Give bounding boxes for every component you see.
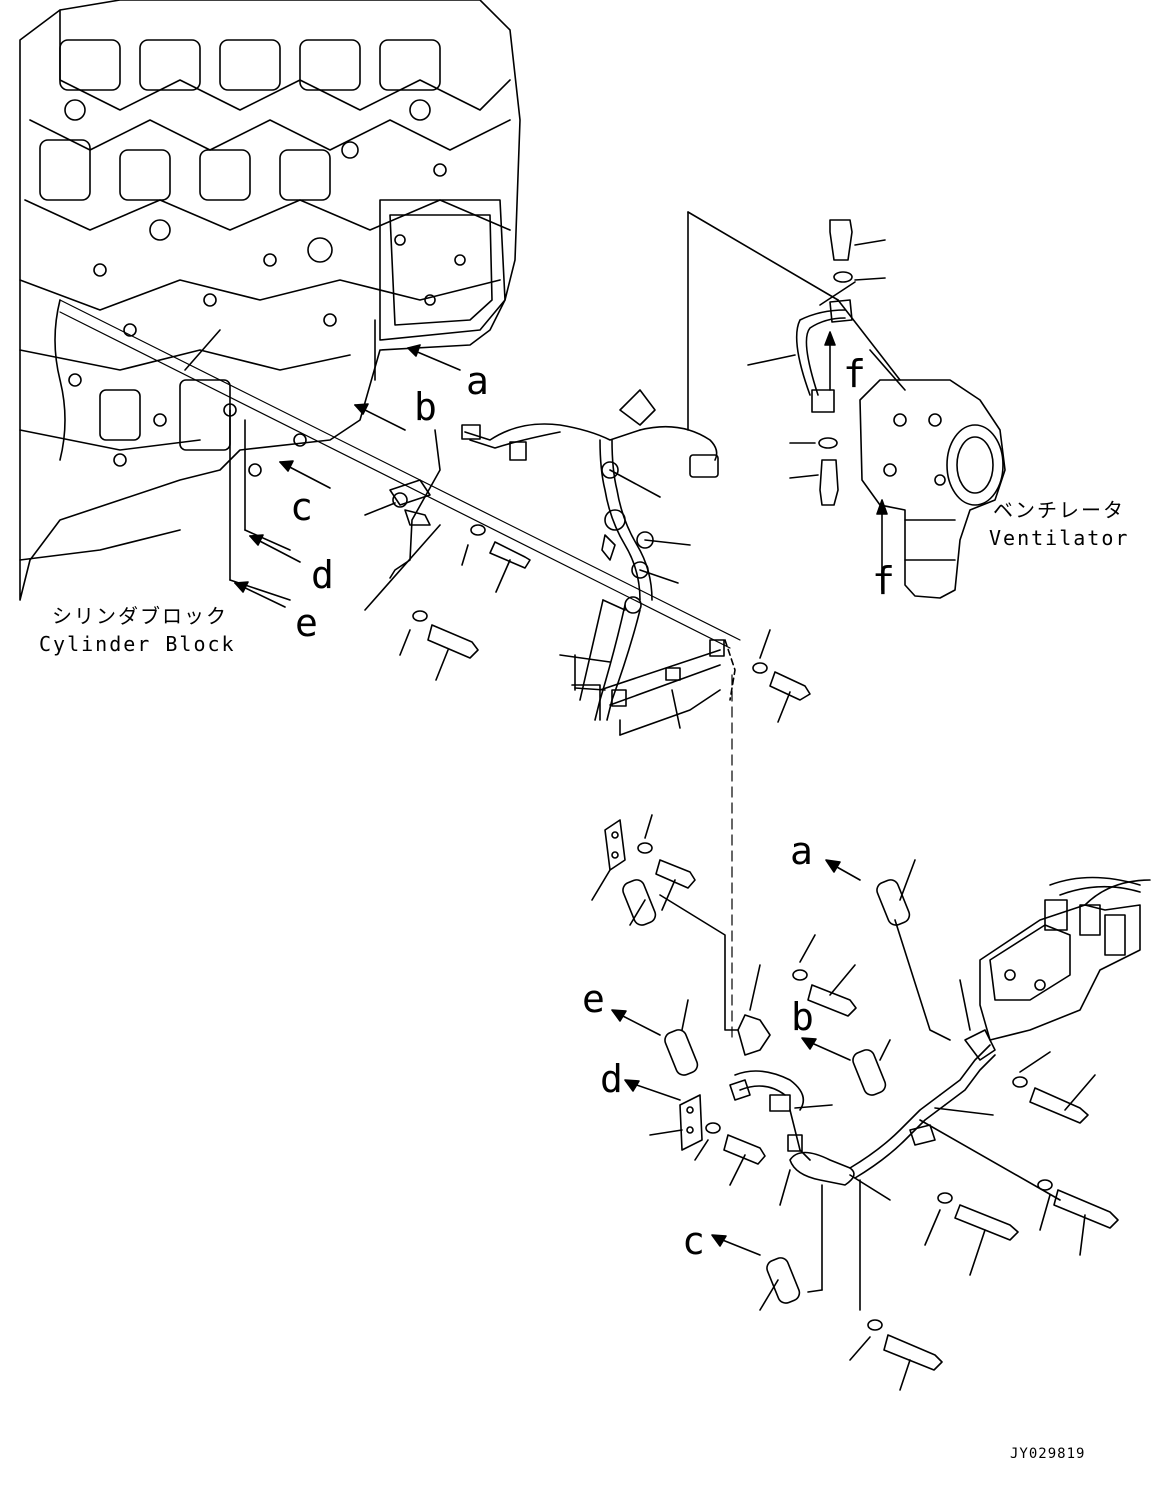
ventilator-label-jp: ベンチレータ <box>993 498 1125 522</box>
top-pipe-assembly <box>60 212 838 680</box>
cylinder-block-label-en: Cylinder Block <box>39 632 236 656</box>
callout-a-bottom: a <box>790 829 813 873</box>
callout-a-top: a <box>466 359 489 403</box>
callout-f-bottom: f <box>872 559 895 603</box>
callout-f-right: f <box>843 352 866 396</box>
callout-d-top: d <box>311 553 334 597</box>
callout-c-top: c <box>290 485 313 529</box>
callout-e-top: e <box>295 601 318 645</box>
ventilator-drawing <box>748 220 1005 598</box>
lower-assembly <box>592 815 1150 1390</box>
cylinder-block-label-jp: シリンダブロック <box>52 604 228 628</box>
leader-frame <box>572 685 600 720</box>
callout-c-bottom: c <box>682 1219 705 1263</box>
callout-e-bottom: e <box>582 977 605 1021</box>
callout-b-top: b <box>414 385 437 429</box>
ventilator-label-en: Ventilator <box>989 526 1130 550</box>
callout-b-bottom: b <box>791 995 814 1039</box>
callout-d-bottom: d <box>600 1057 623 1101</box>
drawing-code: JY029819 <box>1010 1446 1086 1462</box>
harness-top <box>462 390 810 735</box>
cylinder-block-drawing <box>20 0 520 600</box>
